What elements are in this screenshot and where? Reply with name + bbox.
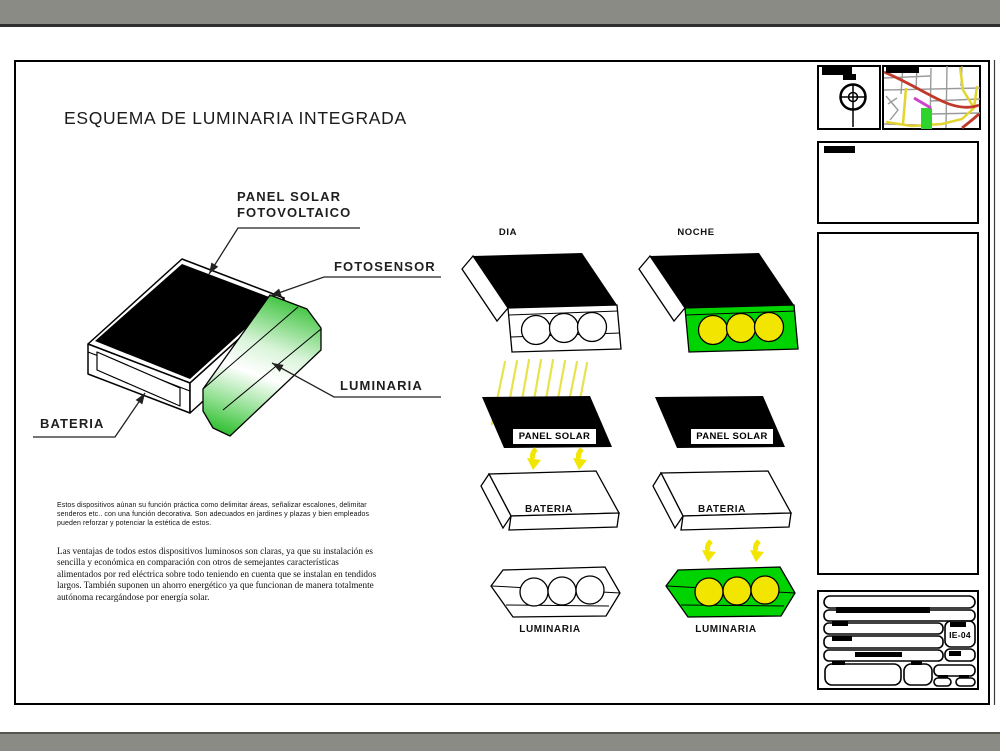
north-arrow-box [817, 65, 881, 130]
day-panel-tag: PANEL SOLAR [513, 429, 596, 444]
map-red-road [883, 70, 980, 109]
legend-box [817, 141, 979, 224]
callout-fotovoltaico: FOTOVOLTAICO [237, 205, 352, 220]
energy-arrow-night-1 [702, 541, 716, 562]
window-top-bar [0, 0, 1000, 27]
callout-leaders [33, 227, 441, 438]
night-luminaire-on [665, 566, 796, 618]
note-paragraph-2: Las ventajas de todos estos dispositivos… [57, 546, 377, 602]
energy-arrow-night-2 [750, 541, 764, 562]
night-battery-box [652, 470, 793, 531]
map-green-area [921, 108, 932, 129]
callout-panel-solar: PANEL SOLAR [237, 189, 342, 204]
main-device-drawing [87, 258, 322, 437]
night-panel-tag: PANEL SOLAR [691, 429, 773, 444]
luminaire-tube [202, 294, 322, 437]
solar-panel-face [95, 264, 277, 379]
callout-luminaria: LUMINARIA [340, 378, 423, 393]
callout-fotosensor: FOTOSENSOR [334, 259, 436, 274]
day-battery-tag: BATERIA [525, 504, 573, 515]
energy-arrow-day-1 [527, 449, 541, 470]
day-battery-box [480, 470, 621, 531]
map-yellow-road [885, 85, 979, 128]
title-block [817, 590, 979, 690]
notes-box [817, 232, 979, 575]
note-paragraph-1: Estos dispositivos aúnan su función prác… [57, 502, 370, 527]
sheet-code-cell [944, 620, 976, 648]
redaction-bars [832, 607, 969, 678]
battery-compartment [96, 351, 181, 407]
day-column-label: DIA [498, 227, 518, 238]
day-luminaire-tag: LUMINARIA [519, 624, 581, 635]
sheet-code: IE-04 [949, 630, 971, 640]
location-map [882, 65, 981, 130]
night-device-on [638, 253, 799, 353]
page-title: ESQUEMA DE LUMINARIA INTEGRADA [64, 108, 407, 128]
day-device-off [461, 253, 622, 353]
window-bottom-bar [0, 732, 1000, 751]
night-battery-tag: BATERIA [698, 504, 746, 515]
map-magenta-road [913, 96, 932, 110]
callout-bateria: BATERIA [40, 416, 105, 431]
night-column-label: NOCHE [677, 227, 715, 238]
north-arrow-icon [839, 83, 867, 127]
night-luminaire-tag: LUMINARIA [695, 624, 757, 635]
energy-arrow-day-2 [573, 449, 587, 470]
day-luminaire-off [490, 566, 621, 618]
sheet-border [14, 60, 990, 705]
